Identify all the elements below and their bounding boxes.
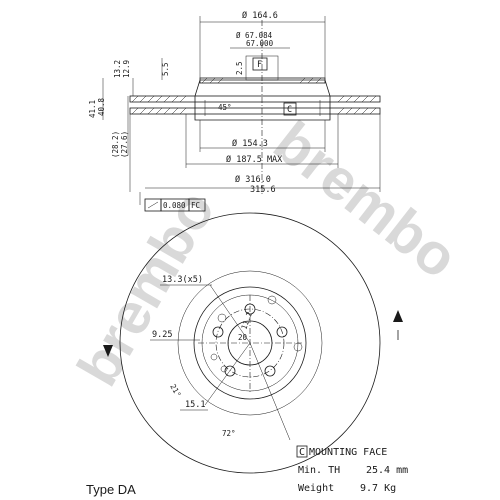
dim-316-label: Ø 316.0 bbox=[235, 174, 271, 185]
spec-block: C MOUNTING FACE Min. TH 25.4 mm Weight 9… bbox=[296, 445, 408, 494]
hat-face bbox=[199, 77, 326, 84]
holes-label: 13.3(x5) bbox=[162, 275, 203, 285]
dim-112-label: 11.2 bbox=[239, 311, 254, 331]
type-label: Type DA bbox=[86, 482, 136, 497]
watermark-text-top: brembo bbox=[262, 109, 470, 291]
hat-top bbox=[194, 79, 331, 97]
dim-411-label: 41.1 bbox=[88, 100, 97, 118]
dim-3156-label: 315.6 bbox=[250, 185, 276, 195]
dim-25-label: 2.5 bbox=[235, 61, 244, 75]
angle-72-label: 72° bbox=[222, 429, 236, 438]
hat-inner-walls bbox=[204, 100, 321, 116]
tolerance-ref: FC bbox=[191, 201, 200, 210]
dim-67b-label: 67.000 bbox=[246, 39, 274, 48]
top-plate bbox=[129, 95, 381, 103]
dim-21-label: 21° bbox=[168, 383, 183, 399]
angle-45-label: 45° bbox=[218, 103, 232, 112]
hat-walls bbox=[194, 96, 331, 121]
locator-hole bbox=[267, 295, 277, 305]
rotation-arrow-right bbox=[393, 310, 403, 322]
friction-inner-edge bbox=[177, 270, 323, 416]
locator-hole bbox=[220, 365, 228, 373]
datum-c-label: C bbox=[287, 105, 292, 115]
dim-187-label: Ø 187.5 MAX bbox=[226, 154, 283, 165]
locator-hole bbox=[217, 313, 227, 323]
weight-value: 9.7 Kg bbox=[360, 483, 396, 494]
datum-f-label: F bbox=[257, 60, 262, 70]
dim-408-label: 40.8 bbox=[97, 97, 106, 116]
dim-154-label: Ø 154.3 bbox=[232, 138, 268, 149]
section-view: F C 45° Ø 164.6 Ø 67.084 67.000 2.5 13.2… bbox=[88, 10, 381, 212]
disc-outer-edge bbox=[119, 212, 381, 474]
min-th-value: 25.4 mm bbox=[366, 465, 408, 476]
datum-f-box bbox=[252, 57, 268, 71]
front-view: 13.3(x5) 9.25 11.2 20 21° 15.1 72° bbox=[103, 212, 403, 474]
weight-label: Weight bbox=[298, 483, 334, 494]
leader-72 bbox=[249, 342, 291, 441]
datum-c-box bbox=[283, 102, 297, 116]
plate-hatching bbox=[131, 95, 377, 115]
mounting-face-ref-box bbox=[296, 445, 308, 458]
center-bore bbox=[245, 55, 279, 81]
dim-20-label: 20 bbox=[238, 333, 248, 342]
mounting-face-label: MOUNTING FACE bbox=[309, 447, 387, 458]
dim-164-label: Ø 164.6 bbox=[242, 10, 278, 21]
locator-hole bbox=[210, 353, 218, 361]
dim-151-label: 15.1 bbox=[185, 400, 205, 410]
bolt-hole bbox=[212, 326, 224, 338]
hat-outline bbox=[193, 286, 307, 400]
min-th-label: Min. TH bbox=[298, 465, 340, 476]
leader-holes bbox=[209, 284, 251, 344]
dim-55-label: 5.5 bbox=[161, 62, 170, 76]
dim-282-label: (28.2) bbox=[111, 131, 120, 158]
rotation-arrow-left bbox=[103, 345, 113, 357]
dim-67a-label: Ø 67.084 bbox=[236, 31, 273, 40]
dim-129-label: 12.9 bbox=[122, 60, 131, 78]
bolt-hole bbox=[224, 365, 236, 377]
dim-276-label: (27.6) bbox=[120, 131, 129, 158]
dim-132-label: 13.2 bbox=[113, 60, 122, 78]
dim-925-label: 9.25 bbox=[152, 330, 172, 340]
tolerance-value: 0.080 bbox=[163, 201, 186, 210]
leader-151 bbox=[204, 342, 251, 406]
bolt-hole bbox=[276, 326, 288, 338]
tolerance-frame: 0.080 FC bbox=[139, 192, 206, 212]
bottom-plate bbox=[129, 107, 381, 115]
mounting-face-ref: C bbox=[299, 447, 305, 458]
bolt-hole bbox=[264, 365, 276, 377]
hat-face-hatching bbox=[201, 77, 322, 84]
